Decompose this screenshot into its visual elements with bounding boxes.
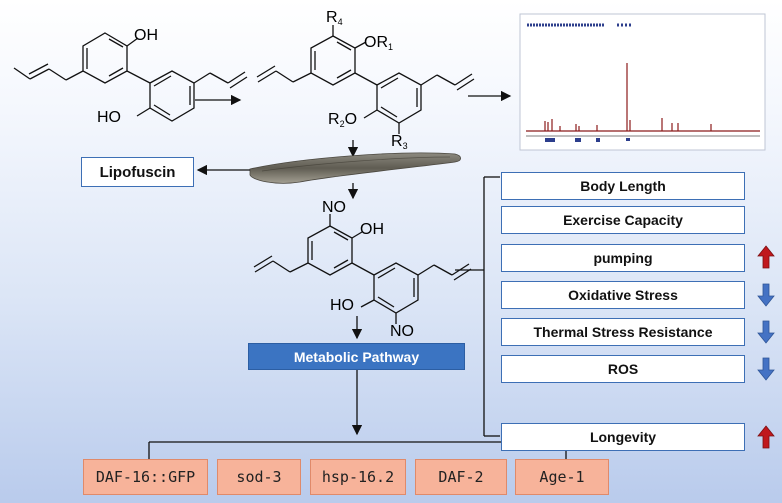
param-box-longevity: Longevity — [501, 423, 745, 451]
derivative-r2o-label: R2O — [328, 111, 357, 129]
start-oh-top-label: OH — [134, 27, 158, 44]
param-box-body-length: Body Length — [501, 172, 745, 200]
gene-box-age1: Age-1 — [515, 459, 609, 495]
nitro-ho-label: HO — [330, 297, 354, 314]
starting-molecule — [13, 32, 248, 122]
param-box-pumping: pumping — [501, 244, 745, 272]
gene-box-daf16-gfp: DAF-16::GFP — [83, 459, 208, 495]
pumping-up-arrow-icon — [757, 245, 775, 269]
nitro-molecule — [253, 214, 472, 324]
derivative-r4-label: R4 — [326, 9, 343, 27]
nitro-oh-label: OH — [360, 221, 384, 238]
nitro-no-bottom-label: NO — [390, 323, 414, 340]
c-elegans-worm-image — [249, 152, 462, 184]
gene-box-hsp162: hsp-16.2 — [310, 459, 406, 495]
oxidative-stress-down-arrow-icon — [757, 283, 775, 307]
lipofuscin-box: Lipofuscin — [81, 157, 194, 187]
ros-down-arrow-icon — [757, 357, 775, 381]
derivative-or1-label: OR1 — [364, 34, 393, 52]
nitro-no-top-label: NO — [322, 199, 346, 216]
param-box-oxidative-stress: Oxidative Stress — [501, 281, 745, 309]
param-box-thermal-stress-resistance: Thermal Stress Resistance — [501, 318, 745, 346]
gene-box-daf2: DAF-2 — [415, 459, 507, 495]
metabolic-pathway-box: Metabolic Pathway — [248, 343, 465, 370]
param-box-exercise-capacity: Exercise Capacity — [501, 206, 745, 234]
nmr-spectrum-image — [519, 13, 766, 151]
parameter-bracket — [483, 176, 500, 437]
param-box-ros: ROS — [501, 355, 745, 383]
derivative-molecule — [256, 25, 475, 134]
thermal-stress-down-arrow-icon — [757, 320, 775, 344]
start-oh-bottom-label: HO — [97, 109, 121, 126]
derivative-r3-label: R3 — [391, 133, 408, 151]
longevity-up-arrow-icon — [757, 425, 775, 449]
gene-box-sod3: sod-3 — [217, 459, 301, 495]
